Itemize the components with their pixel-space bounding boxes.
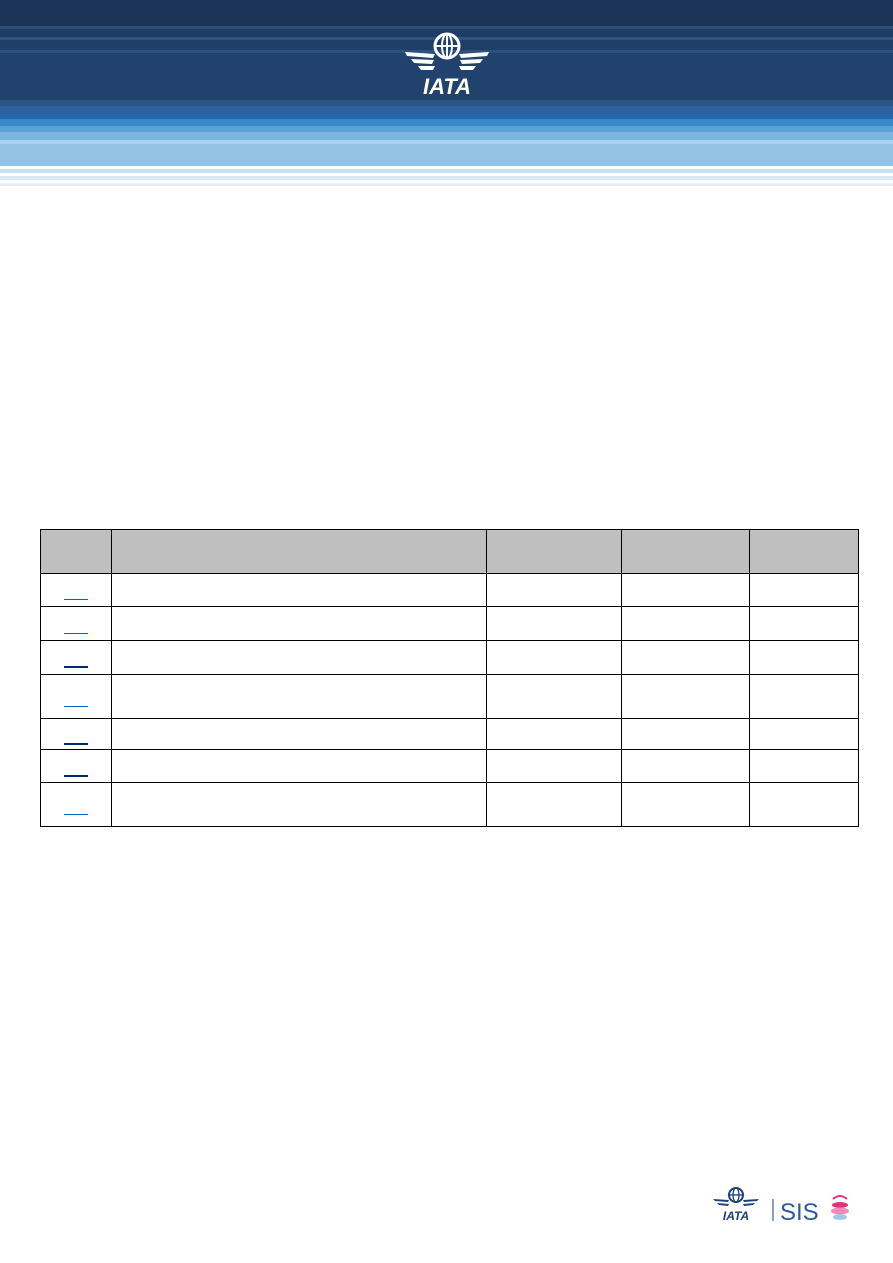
table-cell	[40, 640, 112, 675]
table-cell	[486, 674, 622, 719]
column-header	[486, 529, 622, 574]
row-link[interactable]	[64, 733, 88, 745]
table-cell	[749, 606, 859, 641]
table-row	[40, 718, 859, 750]
table-cell	[749, 718, 859, 750]
table-cell	[749, 674, 859, 719]
table-cell	[621, 749, 750, 783]
table-cell	[111, 640, 487, 675]
iata-globe-wings-icon	[713, 1187, 759, 1206]
table-row	[40, 782, 859, 827]
table-cell	[111, 573, 487, 607]
table-cell	[40, 718, 112, 750]
table-cell	[111, 606, 487, 641]
row-link[interactable]	[64, 656, 88, 668]
column-header	[40, 529, 112, 574]
table-cell	[749, 782, 859, 827]
table-cell	[621, 674, 750, 719]
sis-globe-icon	[831, 1195, 849, 1220]
table-row	[40, 749, 859, 783]
table-cell	[111, 674, 487, 719]
table-cell	[111, 782, 487, 827]
header-banner: IATA	[0, 0, 893, 192]
table-cell	[621, 640, 750, 675]
row-link[interactable]	[64, 589, 88, 600]
table-cell	[111, 749, 487, 783]
row-link[interactable]	[64, 804, 88, 815]
table-cell	[40, 606, 112, 641]
table-cell	[749, 749, 859, 783]
table-row	[40, 573, 859, 607]
row-link[interactable]	[64, 765, 88, 777]
table-row	[40, 674, 859, 719]
table-header-row	[40, 529, 859, 574]
iata-globe-wings-icon	[405, 32, 489, 70]
table-cell	[40, 573, 112, 607]
table-cell	[40, 782, 112, 827]
table-cell	[621, 606, 750, 641]
column-header	[111, 529, 487, 574]
row-link[interactable]	[64, 696, 88, 707]
row-link[interactable]	[64, 623, 88, 634]
table-cell	[749, 640, 859, 675]
table-cell	[486, 749, 622, 783]
table-cell	[40, 674, 112, 719]
table-cell	[749, 573, 859, 607]
table-row	[40, 606, 859, 641]
table-cell	[486, 573, 622, 607]
table-cell	[621, 573, 750, 607]
table-cell	[621, 782, 750, 827]
footer-sis-text: SIS	[780, 1199, 819, 1225]
table-cell	[111, 718, 487, 750]
table-cell	[486, 782, 622, 827]
table-cell	[40, 749, 112, 783]
footer-iata-text: IATA	[723, 1209, 749, 1223]
iata-logo: IATA	[405, 32, 489, 99]
table-cell	[621, 718, 750, 750]
column-header	[621, 529, 750, 574]
iata-sis-logo: IATA SIS	[713, 1187, 849, 1225]
column-header	[749, 529, 859, 574]
table-cell	[486, 606, 622, 641]
table-cell	[486, 718, 622, 750]
document-table	[40, 529, 859, 827]
iata-logo-text: IATA	[423, 74, 471, 99]
table-row	[40, 640, 859, 675]
table-cell	[486, 640, 622, 675]
